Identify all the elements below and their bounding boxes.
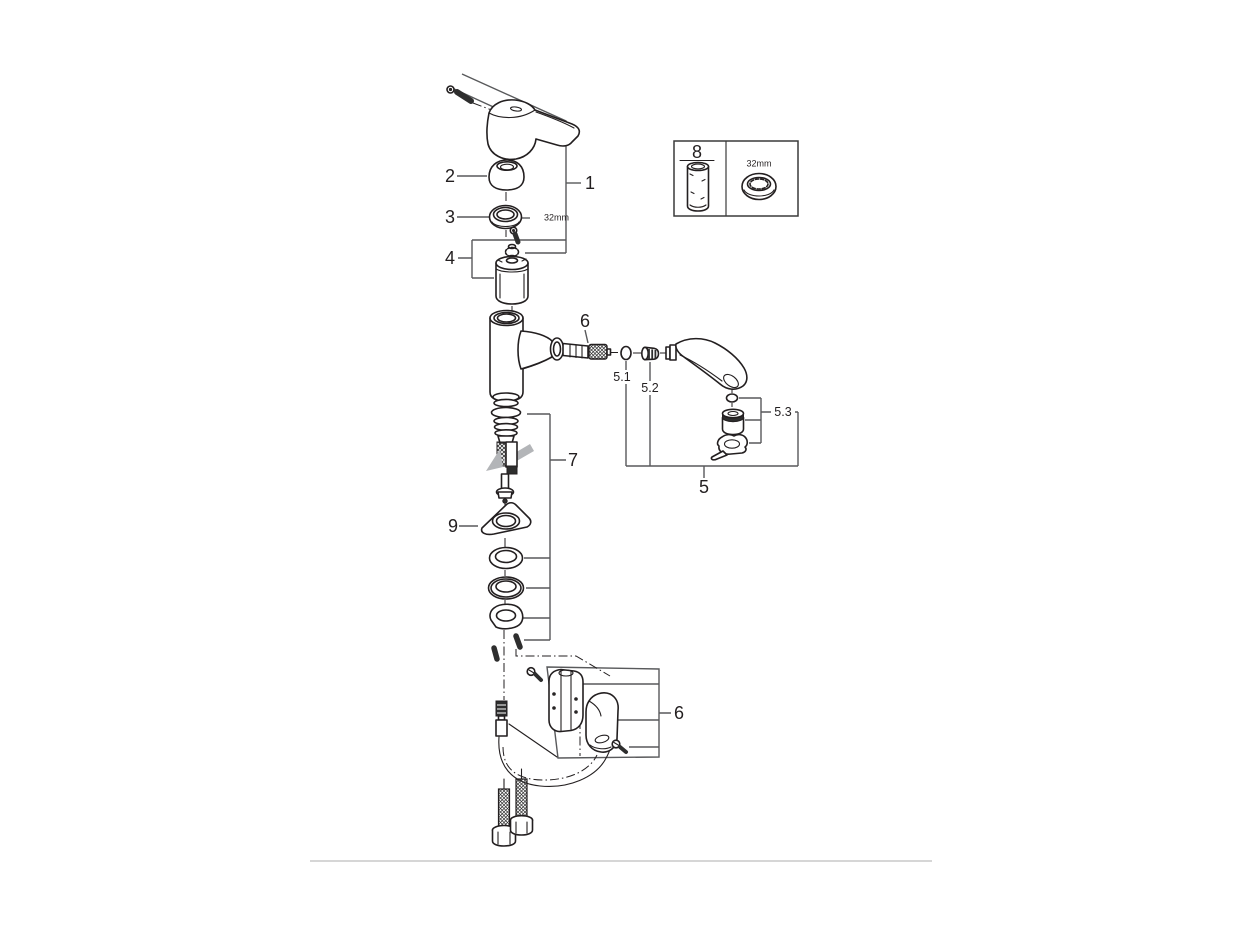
callout-1-label: 1 bbox=[585, 173, 595, 193]
mounting-ring bbox=[488, 204, 523, 230]
tool-size-label: 32mm bbox=[746, 159, 771, 169]
mounting-screw bbox=[513, 633, 523, 650]
callout-4-label: 4 bbox=[445, 248, 455, 268]
service-tool bbox=[686, 161, 710, 212]
callout-6-holder-label: 6 bbox=[674, 703, 684, 723]
lever-handle bbox=[486, 99, 581, 161]
spout-arm bbox=[517, 330, 553, 370]
flow-regulator-clip bbox=[710, 433, 749, 461]
hose-end-fitting bbox=[588, 343, 608, 360]
callout-5-2-label: 5.2 bbox=[641, 381, 658, 395]
callout-6-hose-label: 6 bbox=[580, 311, 590, 331]
cap-nut-32mm bbox=[741, 172, 777, 201]
callout-8-label: 8 bbox=[692, 142, 702, 162]
check-valve-set bbox=[620, 345, 660, 361]
hose-holder-set bbox=[526, 666, 628, 754]
stud-nut bbox=[491, 824, 517, 847]
o-ring bbox=[725, 393, 739, 403]
washer-5-1 bbox=[620, 345, 632, 361]
base-washer bbox=[487, 576, 525, 600]
stud-nut bbox=[509, 814, 534, 836]
holder-bracket bbox=[548, 668, 584, 733]
horseshoe-bracket bbox=[489, 603, 524, 630]
faucet-body bbox=[489, 309, 612, 402]
cartridge bbox=[495, 255, 529, 305]
callout-5-3-label: 5.3 bbox=[774, 405, 791, 419]
callout-5-1-label: 5.1 bbox=[613, 370, 630, 384]
lever-handle-assembly bbox=[446, 85, 581, 161]
mousseur-housing bbox=[721, 408, 745, 436]
callout-3-label: 3 bbox=[445, 207, 455, 227]
callout-7-label: 7 bbox=[568, 450, 578, 470]
shank-o-ring bbox=[490, 406, 522, 419]
check-valve-5-2 bbox=[640, 346, 660, 361]
shank-tube bbox=[505, 441, 518, 468]
mounting-plate bbox=[480, 501, 532, 536]
holder-screw-bottom bbox=[611, 739, 628, 754]
mousseur-set-5-3 bbox=[710, 393, 749, 461]
leader-lines bbox=[451, 73, 799, 759]
holder-cover bbox=[585, 692, 619, 753]
service-tool-box bbox=[673, 140, 799, 217]
cartridge-screw-set bbox=[504, 226, 521, 261]
cap-ring-size-label: 32mm bbox=[544, 213, 569, 223]
mounting-screw bbox=[491, 645, 500, 662]
hose-connector bbox=[495, 700, 508, 737]
cap-dome bbox=[488, 159, 525, 191]
spray-head bbox=[665, 337, 748, 390]
holder-screw-top bbox=[526, 666, 543, 682]
handle-screw bbox=[454, 89, 474, 104]
threaded-studs bbox=[491, 768, 534, 847]
callout-9-label: 9 bbox=[448, 516, 458, 536]
callout-2-label: 2 bbox=[445, 166, 455, 186]
flat-washer bbox=[488, 546, 524, 570]
hose-path-curves bbox=[498, 723, 612, 788]
shank-and-mounting-set bbox=[486, 392, 534, 662]
callout-5-label: 5 bbox=[699, 477, 709, 497]
